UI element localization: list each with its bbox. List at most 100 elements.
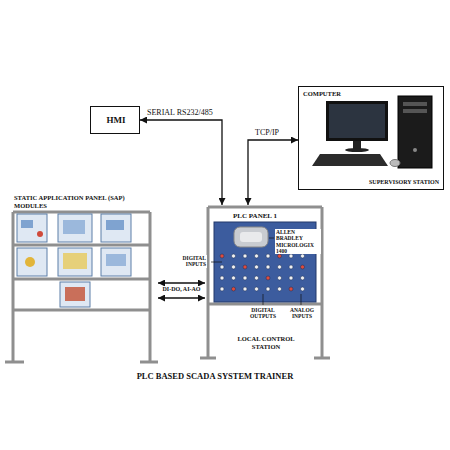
plc-display xyxy=(240,232,262,242)
terminal-socket xyxy=(289,265,293,269)
rack-bar xyxy=(13,244,150,247)
sap-rack xyxy=(5,212,158,362)
panel-heading: PLC PANEL 1 xyxy=(217,212,293,220)
computer-illustration xyxy=(312,96,432,168)
connector-arrow xyxy=(248,140,298,205)
plc-controller xyxy=(234,227,268,247)
terminal-socket xyxy=(220,287,224,291)
sap-module xyxy=(17,214,47,242)
terminal-socket xyxy=(232,276,236,280)
terminal-socket xyxy=(243,276,247,280)
sap-module xyxy=(17,248,47,276)
leader-line xyxy=(263,294,264,305)
module-graphic xyxy=(21,220,33,228)
leader-line xyxy=(301,294,302,305)
terminal-socket xyxy=(255,265,259,269)
monitor-screen xyxy=(329,104,385,138)
sap-module xyxy=(101,214,131,242)
power-button xyxy=(413,148,417,152)
protocol-label: TCP/IP xyxy=(254,128,280,137)
leader-line xyxy=(269,238,274,239)
terminal-socket xyxy=(243,265,247,269)
terminal-socket xyxy=(278,265,282,269)
terminal-socket xyxy=(220,254,224,258)
rack-post xyxy=(12,212,15,362)
module-graphic xyxy=(37,231,43,237)
rack-foot xyxy=(5,361,24,364)
terminal-socket xyxy=(255,254,259,258)
sap-module xyxy=(58,214,92,242)
mouse xyxy=(390,160,400,167)
station-caption: LOCAL CONTROL STATION xyxy=(225,335,307,351)
plc-frame xyxy=(200,207,330,358)
module-graphic xyxy=(65,287,85,301)
module-graphic xyxy=(25,257,35,267)
terminal-socket xyxy=(301,276,305,280)
rack-bar xyxy=(13,278,150,281)
terminal-socket xyxy=(243,254,247,258)
terminal-socket xyxy=(266,276,270,280)
module-graphic xyxy=(63,253,87,269)
terminal-socket xyxy=(232,254,236,258)
connector-arrow xyxy=(158,282,205,283)
module-graphic xyxy=(63,220,85,234)
terminal-socket xyxy=(243,287,247,291)
signal-label: DI-DO, AI-AO xyxy=(158,286,205,293)
rack-bar xyxy=(13,309,150,312)
station-caption: SUPERVISORY STATION xyxy=(329,179,439,186)
terminal-socket xyxy=(232,287,236,291)
part-label: DIGITAL INPUTS xyxy=(179,255,207,268)
hmi-box: HMI xyxy=(90,106,140,134)
terminal-socket xyxy=(278,254,282,258)
module-details xyxy=(21,220,126,301)
rack-post xyxy=(149,212,152,362)
frame-post xyxy=(207,207,210,358)
terminal-socket xyxy=(289,287,293,291)
terminal-socket xyxy=(301,265,305,269)
terminal-socket xyxy=(289,254,293,258)
rack-heading: STATIC APPLICATION PANEL (SAP) MODULES xyxy=(14,194,154,210)
terminal-socket xyxy=(278,287,282,291)
terminal-socket xyxy=(266,265,270,269)
terminal-socket xyxy=(266,254,270,258)
rack-foot xyxy=(140,361,158,364)
frame-foot xyxy=(200,357,216,360)
pc-tower xyxy=(398,96,432,168)
terminal-socket xyxy=(289,276,293,280)
terminal-socket xyxy=(266,287,270,291)
frame-foot xyxy=(314,357,330,360)
part-label: DIGITAL OUTPUTS xyxy=(246,307,280,320)
terminal-socket xyxy=(232,265,236,269)
monitor-base xyxy=(345,148,369,152)
module-graphic xyxy=(106,220,124,230)
terminal-sockets xyxy=(220,254,305,291)
frame-bar xyxy=(208,206,322,209)
rack-bar xyxy=(13,211,150,214)
monitor-stand xyxy=(353,141,361,149)
diagram-title: PLC BASED SCADA SYSTEM TRAINER xyxy=(80,371,350,381)
terminal-socket xyxy=(301,287,305,291)
hmi-label: HMI xyxy=(91,115,141,126)
part-label: ALLEN BRADLEY MICROLOGIX 1400 xyxy=(275,229,321,254)
terminal-socket xyxy=(255,276,259,280)
monitor xyxy=(326,101,388,141)
terminal-socket xyxy=(255,287,259,291)
protocol-label: SERIAL RS232/485 xyxy=(146,108,214,117)
sap-module xyxy=(101,248,131,276)
sap-module xyxy=(60,282,90,307)
drive-bay xyxy=(403,109,427,113)
sap-module xyxy=(58,248,92,276)
connector-arrow xyxy=(140,120,222,205)
sap-modules xyxy=(17,214,131,307)
connector-arrow xyxy=(158,297,205,298)
terminal-socket xyxy=(220,276,224,280)
frame-shelf xyxy=(208,303,322,306)
station-heading: COMPUTER xyxy=(303,90,383,98)
supervisory-station-box: COMPUTER SUPERVISORY STATION xyxy=(298,86,444,190)
drive-bay xyxy=(403,102,427,106)
terminal-socket xyxy=(301,254,305,258)
module-graphic xyxy=(106,254,126,266)
